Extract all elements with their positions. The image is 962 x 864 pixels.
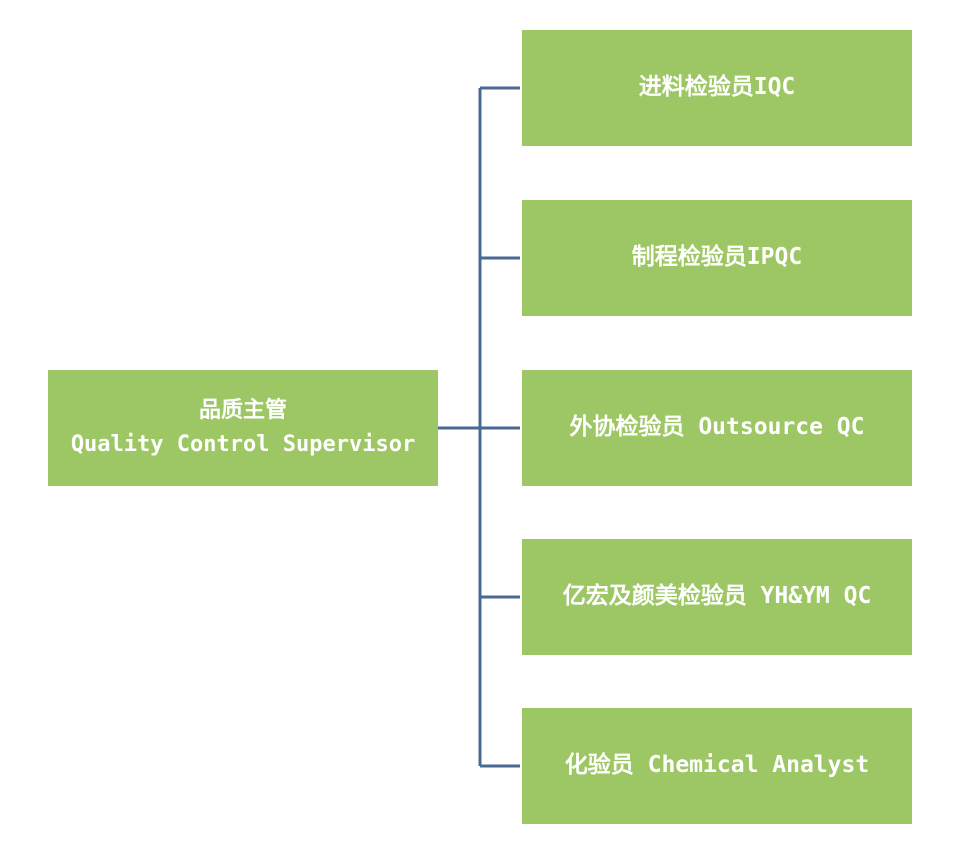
child-node-chemical-analyst: 化验员 Chemical Analyst: [522, 708, 912, 824]
child-node-yhym-qc: 亿宏及颜美检验员 YH&YM QC: [522, 539, 912, 655]
child-label: 进料检验员IQC: [638, 74, 796, 101]
child-node-ipqc: 制程检验员IPQC: [522, 200, 912, 316]
child-label: 制程检验员IPQC: [631, 244, 803, 271]
root-title-en: Quality Control Supervisor: [70, 432, 416, 457]
child-node-iqc: 进料检验员IQC: [522, 30, 912, 146]
child-label: 化验员 Chemical Analyst: [564, 752, 870, 779]
child-label: 外协检验员 Outsource QC: [569, 414, 865, 441]
root-node-qc-supervisor: 品质主管 Quality Control Supervisor: [48, 370, 438, 486]
child-label: 亿宏及颜美检验员 YH&YM QC: [562, 583, 872, 610]
child-node-outsource-qc: 外协检验员 Outsource QC: [522, 370, 912, 486]
root-title-cn: 品质主管: [198, 397, 287, 423]
